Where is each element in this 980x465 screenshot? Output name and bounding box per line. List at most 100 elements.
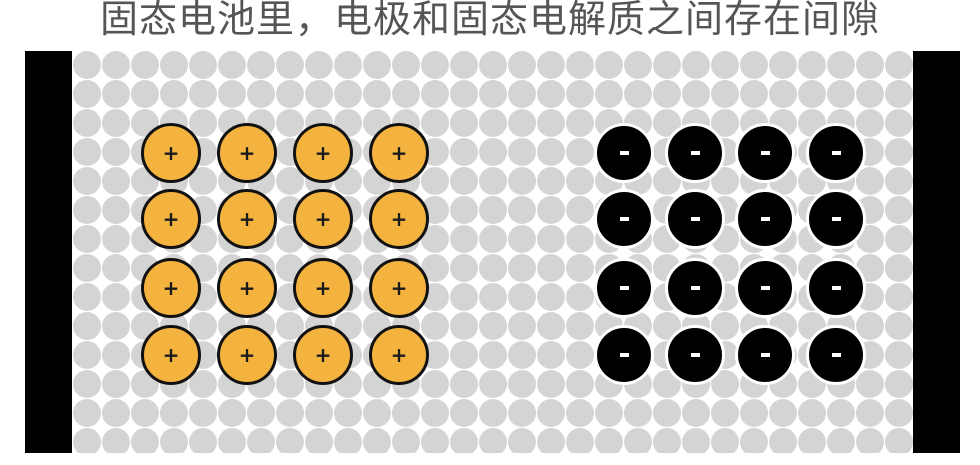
electrolyte-particle xyxy=(73,283,101,311)
electrolyte-particle xyxy=(624,399,652,427)
electrolyte-particle xyxy=(624,428,652,453)
electrolyte-particle xyxy=(566,225,594,253)
electrolyte-particle xyxy=(856,109,884,137)
electrolyte-particle xyxy=(479,138,507,166)
electrolyte-particle xyxy=(508,428,536,453)
anion xyxy=(735,258,795,318)
minus-icon xyxy=(690,151,700,155)
electrolyte-particle xyxy=(363,399,391,427)
minus-icon xyxy=(690,286,700,290)
anion xyxy=(806,123,866,183)
electrolyte-particle xyxy=(624,51,652,79)
electrolyte-particle xyxy=(479,370,507,398)
electrolyte-particle xyxy=(537,225,565,253)
electrolyte-particle xyxy=(798,399,826,427)
anion xyxy=(806,258,866,318)
electrolyte-particle xyxy=(537,283,565,311)
electrolyte-particle xyxy=(102,254,130,282)
cation: + xyxy=(369,258,429,318)
electrolyte-particle xyxy=(247,428,275,453)
electrolyte-particle xyxy=(566,283,594,311)
electrolyte-particle xyxy=(421,167,449,195)
minus-icon xyxy=(619,217,629,221)
electrolyte-particle xyxy=(450,399,478,427)
electrolyte-particle xyxy=(102,80,130,108)
electrolyte-particle xyxy=(363,51,391,79)
electrolyte-particle xyxy=(392,80,420,108)
electrolyte-particle xyxy=(247,51,275,79)
electrolyte-particle xyxy=(827,80,855,108)
anion xyxy=(806,189,866,249)
electrolyte-particle xyxy=(450,283,478,311)
electrolyte-particle xyxy=(479,80,507,108)
electrolyte-particle xyxy=(682,399,710,427)
electrolyte-particle xyxy=(73,312,101,340)
electrolyte-particle xyxy=(73,109,101,137)
electrolyte-particle xyxy=(856,312,884,340)
electrolyte-particle xyxy=(566,196,594,224)
electrolyte-particle xyxy=(595,80,623,108)
left-electrode xyxy=(25,51,72,453)
electrolyte-particle xyxy=(740,428,768,453)
electrolyte-particle xyxy=(508,341,536,369)
electrolyte-particle xyxy=(131,51,159,79)
minus-icon xyxy=(760,217,770,221)
minus-icon xyxy=(619,286,629,290)
anion xyxy=(735,189,795,249)
electrolyte-particle xyxy=(305,428,333,453)
electrolyte-particle xyxy=(363,80,391,108)
electrolyte-particle xyxy=(885,254,913,282)
electrolyte-particle xyxy=(566,254,594,282)
electrolyte-particle xyxy=(218,80,246,108)
electrolyte-particle xyxy=(508,225,536,253)
electrolyte-particle xyxy=(479,312,507,340)
anion xyxy=(594,123,654,183)
electrolyte-particle xyxy=(653,51,681,79)
electrolyte-particle xyxy=(421,370,449,398)
electrolyte-particle xyxy=(508,80,536,108)
electrolyte-particle xyxy=(740,80,768,108)
minus-icon xyxy=(760,151,770,155)
minus-icon xyxy=(831,353,841,357)
electrolyte-particle xyxy=(102,167,130,195)
plus-icon: + xyxy=(238,343,256,367)
electrolyte-particle xyxy=(450,109,478,137)
electrolyte-particle xyxy=(856,399,884,427)
cation: + xyxy=(369,123,429,183)
electrolyte-particle xyxy=(798,80,826,108)
electrolyte-particle xyxy=(595,428,623,453)
electrolyte-particle xyxy=(885,341,913,369)
electrolyte-particle xyxy=(450,341,478,369)
electrolyte-particle xyxy=(827,51,855,79)
electrolyte-particle xyxy=(508,254,536,282)
electrolyte-particle xyxy=(102,196,130,224)
electrolyte-particle xyxy=(479,428,507,453)
electrolyte-particle xyxy=(73,167,101,195)
electrolyte-particle xyxy=(508,370,536,398)
solid-electrolyte xyxy=(73,51,913,453)
electrolyte-particle xyxy=(421,399,449,427)
electrolyte-particle xyxy=(508,109,536,137)
plus-icon: + xyxy=(238,141,256,165)
electrolyte-particle xyxy=(189,428,217,453)
electrolyte-particle xyxy=(73,254,101,282)
electrolyte-particle xyxy=(479,167,507,195)
cation: + xyxy=(369,189,429,249)
electrolyte-particle xyxy=(392,51,420,79)
electrolyte-particle xyxy=(218,399,246,427)
electrolyte-particle xyxy=(537,254,565,282)
electrolyte-particle xyxy=(334,428,362,453)
anion xyxy=(665,258,725,318)
electrolyte-particle xyxy=(73,80,101,108)
electrolyte-particle xyxy=(276,399,304,427)
electrolyte-particle xyxy=(537,167,565,195)
electrolyte-particle xyxy=(450,312,478,340)
electrolyte-particle xyxy=(305,51,333,79)
electrolyte-particle xyxy=(711,51,739,79)
electrolyte-particle xyxy=(189,80,217,108)
electrolyte-particle xyxy=(189,109,217,137)
electrolyte-particle xyxy=(189,51,217,79)
plus-icon: + xyxy=(314,207,332,231)
cation: + xyxy=(141,258,201,318)
electrolyte-particle xyxy=(305,80,333,108)
